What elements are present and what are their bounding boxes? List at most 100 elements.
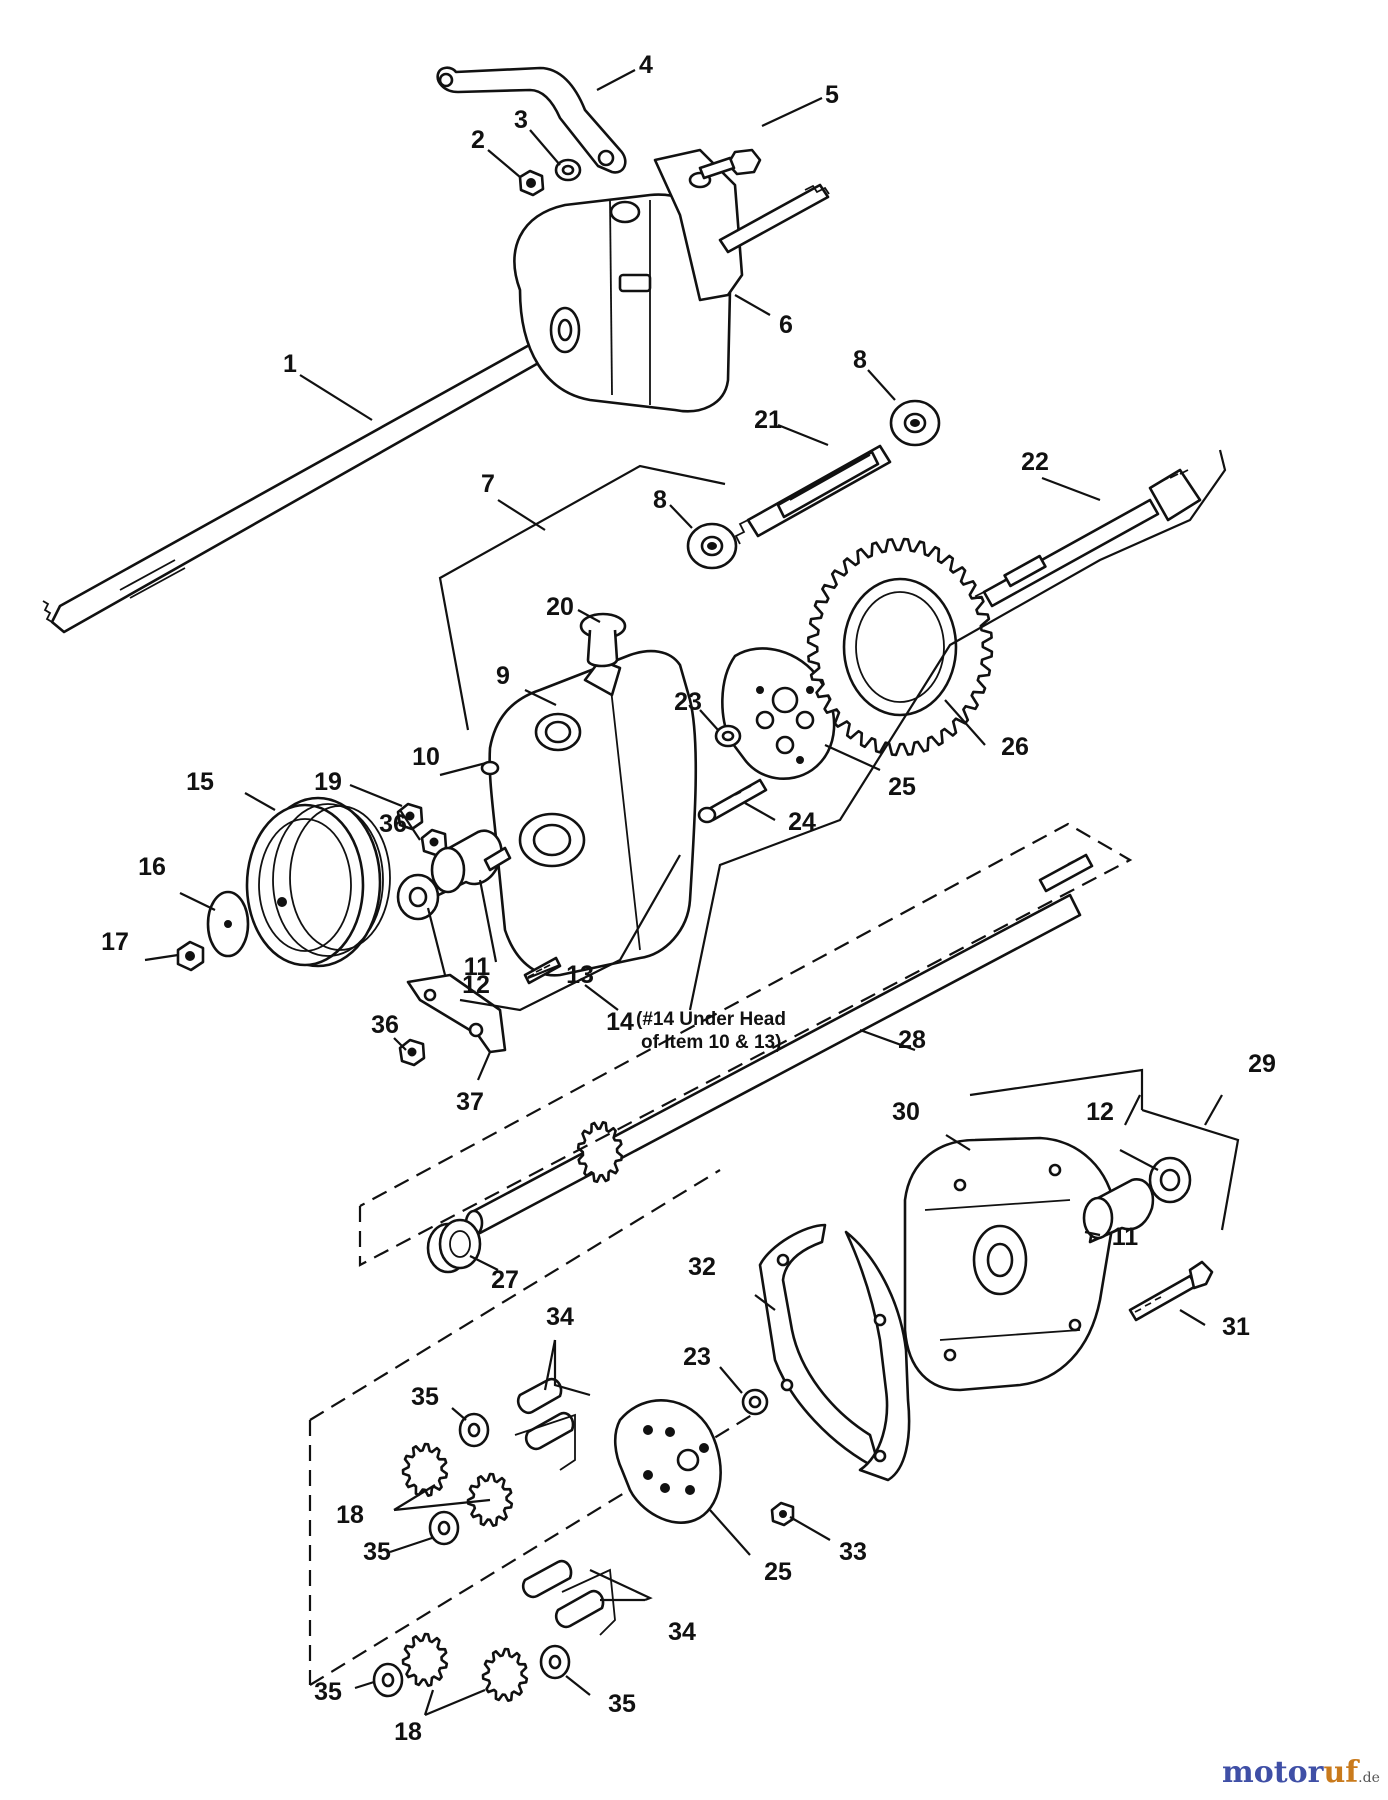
callout-18-upper: 18 (336, 1501, 364, 1529)
callout-35-c: 35 (314, 1678, 342, 1706)
watermark-logo: motoruf.de (1222, 1755, 1380, 1790)
callout-3: 3 (514, 106, 528, 134)
callout-33: 33 (839, 1538, 867, 1566)
callout-30: 30 (892, 1098, 920, 1126)
pins-lower-part (521, 1559, 605, 1629)
spacer-35c-part (372, 1662, 404, 1698)
pulley-washer-part (206, 890, 250, 958)
bearing-lower-part (686, 522, 738, 570)
callout-8-upper: 8 (853, 346, 867, 374)
callout-32: 32 (688, 1253, 716, 1281)
case-half-part (488, 649, 698, 977)
lever-nut-part (518, 169, 545, 197)
lower-case-half-part (903, 1136, 1117, 1392)
spacer-35a-part (458, 1412, 490, 1448)
thrust-washer-lower-part (741, 1388, 769, 1416)
pinion-shaft-part (971, 468, 1202, 609)
callout-25-upper: 25 (888, 773, 916, 801)
spacer-35b-part (428, 1510, 460, 1546)
callout-labels: 1 2 3 4 5 6 7 8 8 9 10 11 11 12 12 13 14… (101, 51, 1276, 1746)
planet-gears-part (401, 1442, 529, 1702)
callout-19: 19 (314, 768, 342, 796)
callout-6: 6 (779, 311, 793, 339)
case-half-group-bracket (438, 464, 726, 731)
callout-29: 29 (1248, 1050, 1276, 1078)
callout-16: 16 (138, 853, 166, 881)
gasket-part (758, 1223, 911, 1482)
leader-lines (144, 69, 1240, 1717)
case-long-bolt-part (1128, 1260, 1214, 1322)
svg-text:motoruf.de: motoruf.de (1222, 1755, 1380, 1790)
callout-5: 5 (825, 81, 839, 109)
vent-plug-part (579, 612, 627, 668)
splined-shaft-part (734, 444, 892, 545)
shift-lever-part (436, 66, 627, 174)
callout-1: 1 (283, 350, 297, 378)
callout-35-a: 35 (411, 1383, 439, 1411)
lever-washer-part (554, 158, 582, 182)
housing-bolt-part (698, 148, 762, 180)
output-shaft-stub (718, 183, 830, 254)
item-14-note-line2: of Item 10 & 13) (641, 1032, 781, 1053)
spacer-35d-part (539, 1644, 571, 1680)
bushing-upper-part (430, 829, 503, 900)
callout-2: 2 (471, 126, 485, 154)
callout-18-lower: 18 (394, 1718, 422, 1746)
callout-15: 15 (186, 768, 214, 796)
callout-10: 10 (412, 743, 440, 771)
callout-11-upper: 11 (464, 953, 491, 981)
callout-34-lower: 34 (668, 1618, 696, 1646)
bracket-nut-part (398, 1038, 426, 1067)
thrust-washer-upper-part (714, 724, 742, 748)
callout-14: 14 (606, 1008, 634, 1036)
callout-23-upper: 23 (674, 688, 702, 716)
long-pinion-shaft-part (464, 853, 1094, 1237)
bushing-lower-part (1082, 1178, 1155, 1244)
small-nut-part (770, 1501, 795, 1527)
callout-11-lower: 11 (1112, 1223, 1139, 1251)
callout-26: 26 (1001, 733, 1029, 761)
mount-bracket-part (406, 973, 507, 1054)
shaft-bushing-part (426, 1218, 482, 1274)
watermark-brand-part1: motor (1222, 1755, 1325, 1790)
callout-24: 24 (788, 808, 816, 836)
callout-9: 9 (496, 662, 510, 690)
callout-12-lower: 12 (1086, 1098, 1114, 1126)
callout-17: 17 (101, 928, 129, 956)
parts-layer (42, 66, 1227, 1702)
carrier-plate-upper-part (721, 647, 836, 781)
callout-12-upper: 12 (462, 971, 490, 999)
callout-34-upper: 34 (546, 1303, 574, 1331)
upper-gearbox-housing-part (513, 148, 744, 413)
callout-36-upper: 36 (379, 810, 407, 838)
dowel-pin-part (480, 760, 500, 776)
dashed-grouping-lines (308, 449, 1227, 1686)
callout-36-lower: 36 (371, 1011, 399, 1039)
watermark-brand-part2: uf (1323, 1755, 1360, 1790)
callout-7: 7 (481, 470, 495, 498)
case-nut-part (396, 802, 424, 831)
drive-pulley-part (245, 796, 391, 968)
callout-31: 31 (1222, 1313, 1250, 1341)
callout-20: 20 (546, 593, 574, 621)
carrier-bolt-part (697, 778, 768, 824)
callout-37: 37 (456, 1088, 484, 1116)
callout-35-b: 35 (363, 1538, 391, 1566)
bearing-upper-part (889, 399, 941, 447)
callout-22: 22 (1021, 448, 1049, 476)
bearing-12-upper-part (396, 873, 440, 921)
callout-4: 4 (639, 51, 653, 79)
callout-21: 21 (754, 406, 782, 434)
callout-35-d: 35 (608, 1690, 636, 1718)
carrier-plate-lower-part (613, 1399, 722, 1524)
callout-27: 27 (491, 1266, 519, 1294)
pulley-nut-part (176, 940, 205, 972)
pins-upper-part (516, 1377, 575, 1451)
callout-25-lower: 25 (764, 1558, 792, 1586)
callout-28: 28 (898, 1026, 926, 1054)
callout-13: 13 (566, 961, 594, 989)
callout-23-lower: 23 (683, 1343, 711, 1371)
item-14-note-line1: (#14 Under Head (636, 1009, 786, 1030)
watermark-suffix: .de (1358, 1770, 1380, 1786)
